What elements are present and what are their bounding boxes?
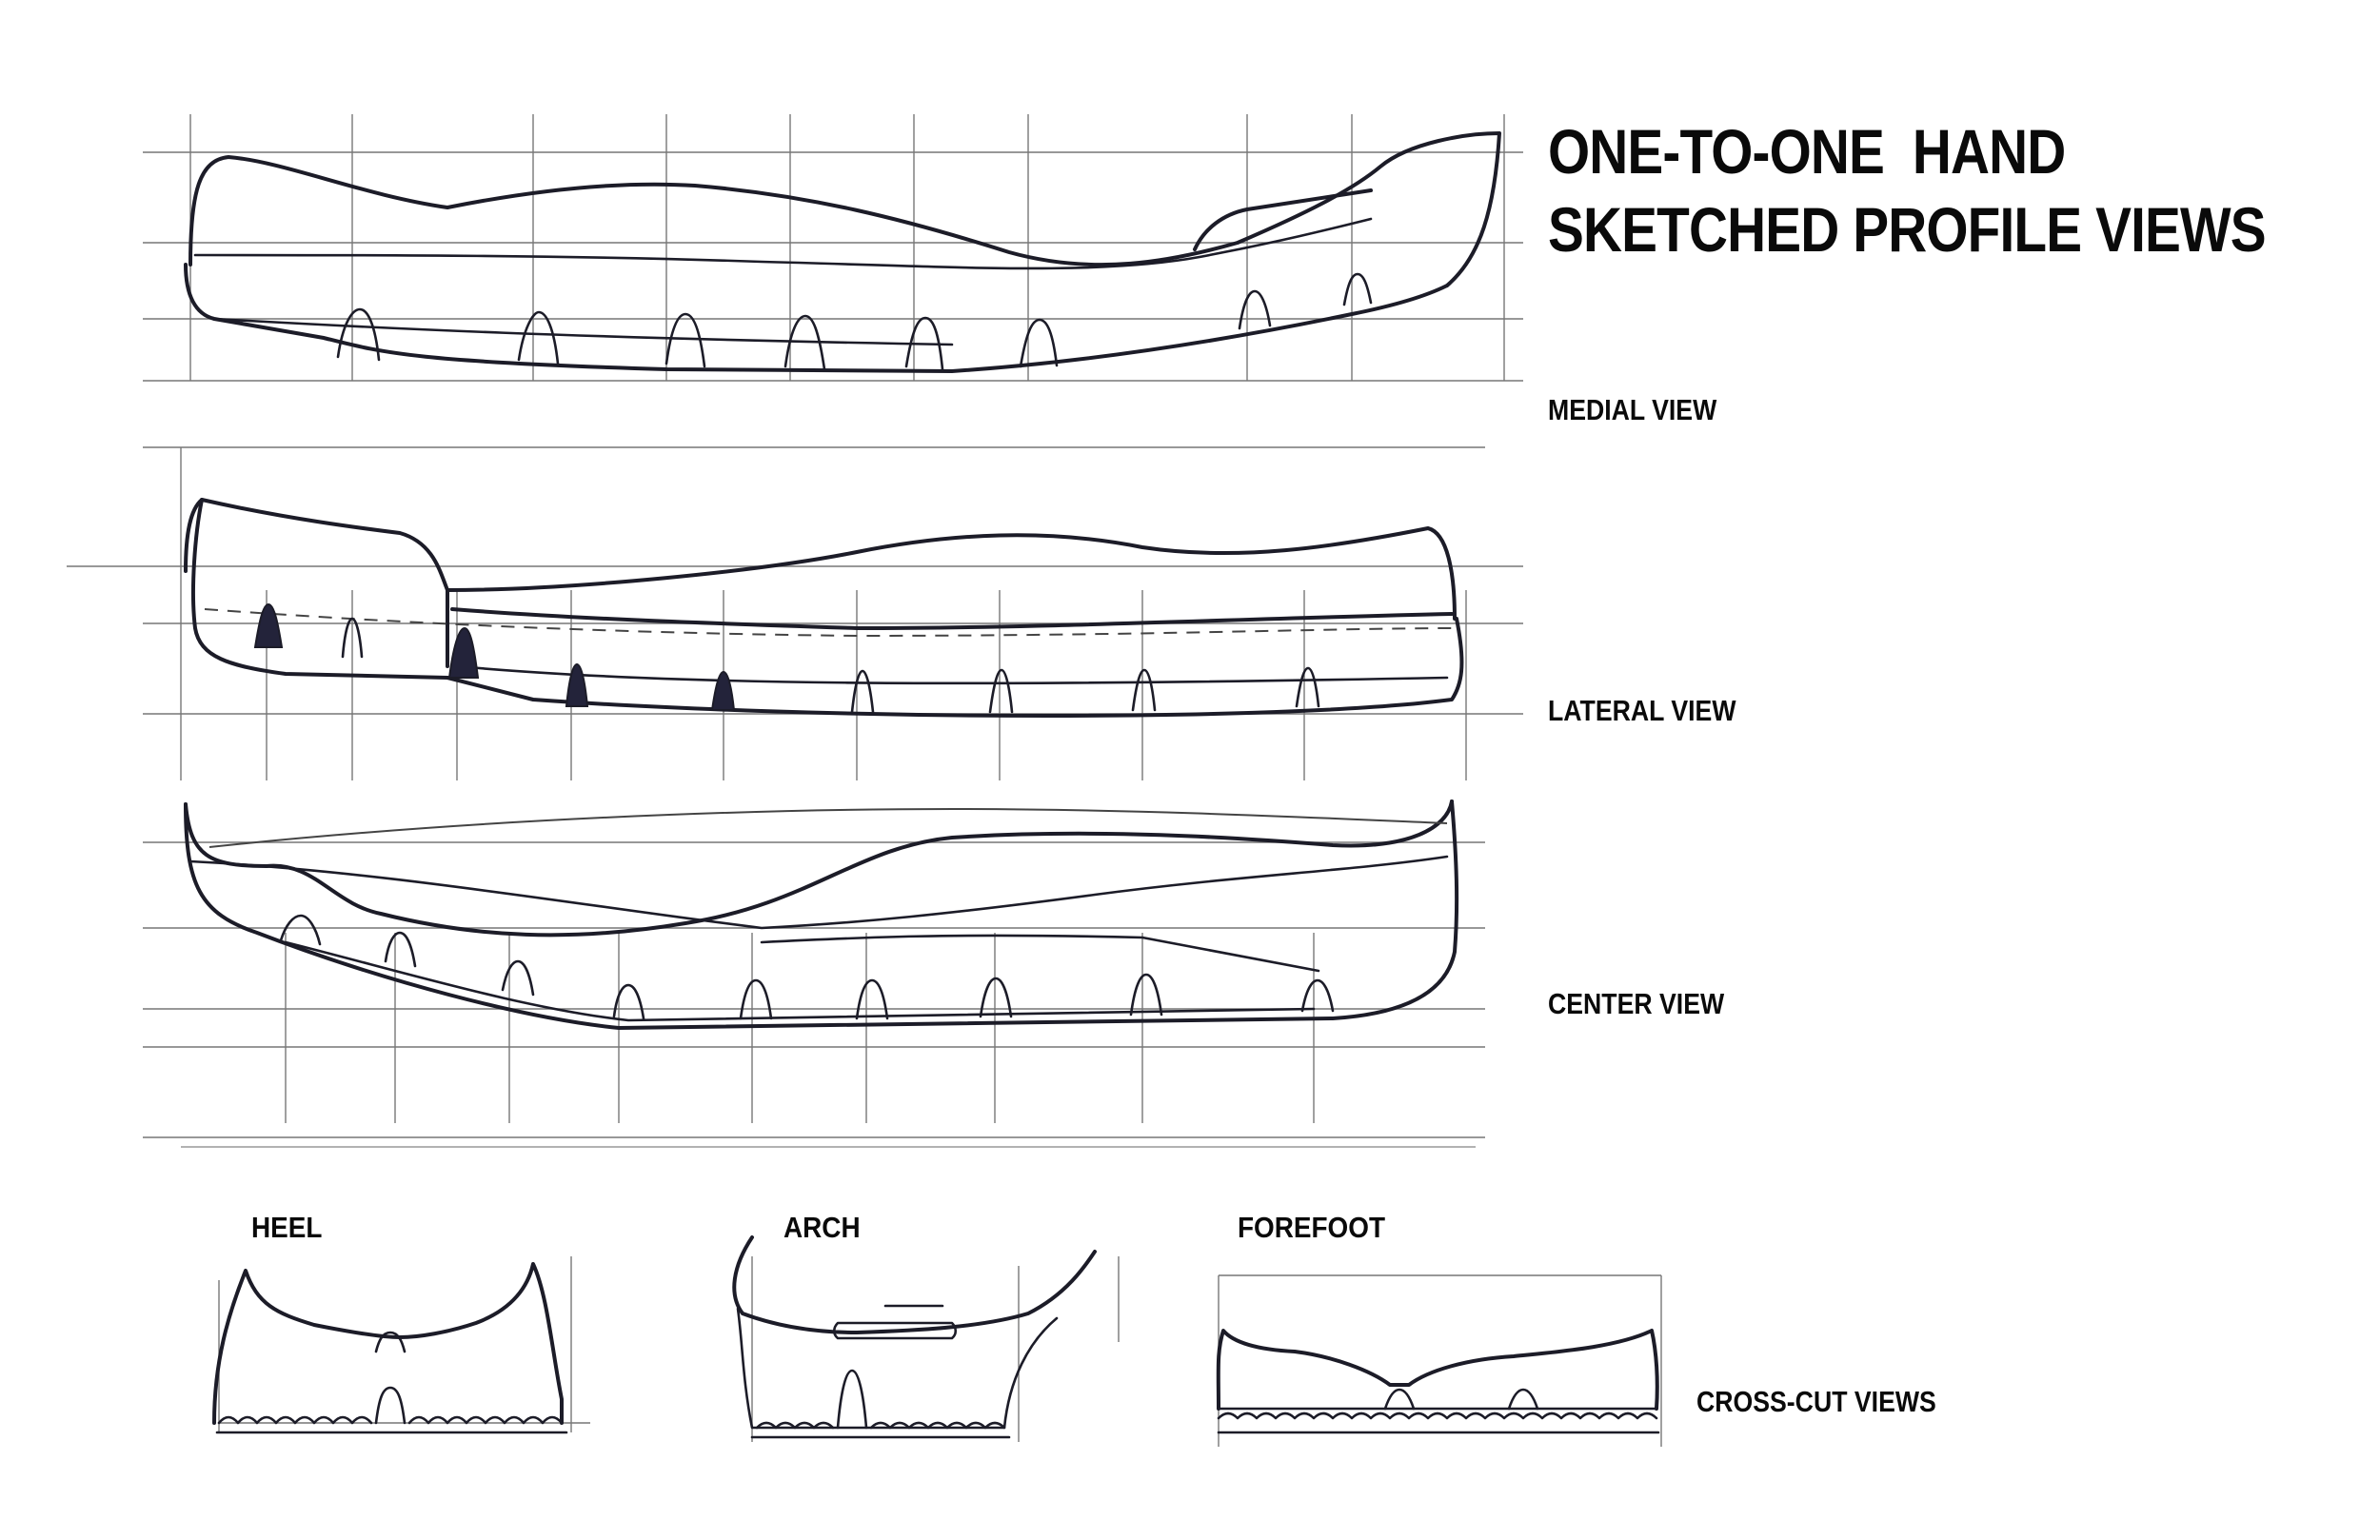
heel-section-label: HEEL	[251, 1211, 323, 1244]
lateral-view-sketch	[67, 446, 1523, 780]
forefoot-crosscut-sketch	[1216, 1274, 1662, 1447]
heel-crosscut-sketch	[212, 1256, 590, 1434]
forefoot-section-label: FOREFOOT	[1238, 1211, 1385, 1244]
medial-view-label: MEDIAL VIEW	[1548, 393, 1717, 426]
medial-view-sketch	[143, 114, 1523, 382]
title-line-2: SKETCHED PROFILE VIEWS	[1548, 194, 2267, 265]
center-view-label: CENTER VIEW	[1548, 987, 1725, 1020]
arch-crosscut-sketch	[732, 1235, 1120, 1442]
lateral-view-label: LATERAL VIEW	[1548, 694, 1736, 727]
title-line-1: ONE-TO-ONE HAND	[1548, 116, 2066, 187]
crosscut-views-label: CROSS-CUT VIEWS	[1696, 1385, 1936, 1418]
page-title: ONE-TO-ONE HAND SKETCHED PROFILE VIEWS	[1548, 112, 2267, 268]
arch-section-label: ARCH	[783, 1211, 861, 1244]
center-view-sketch	[143, 800, 1485, 1138]
